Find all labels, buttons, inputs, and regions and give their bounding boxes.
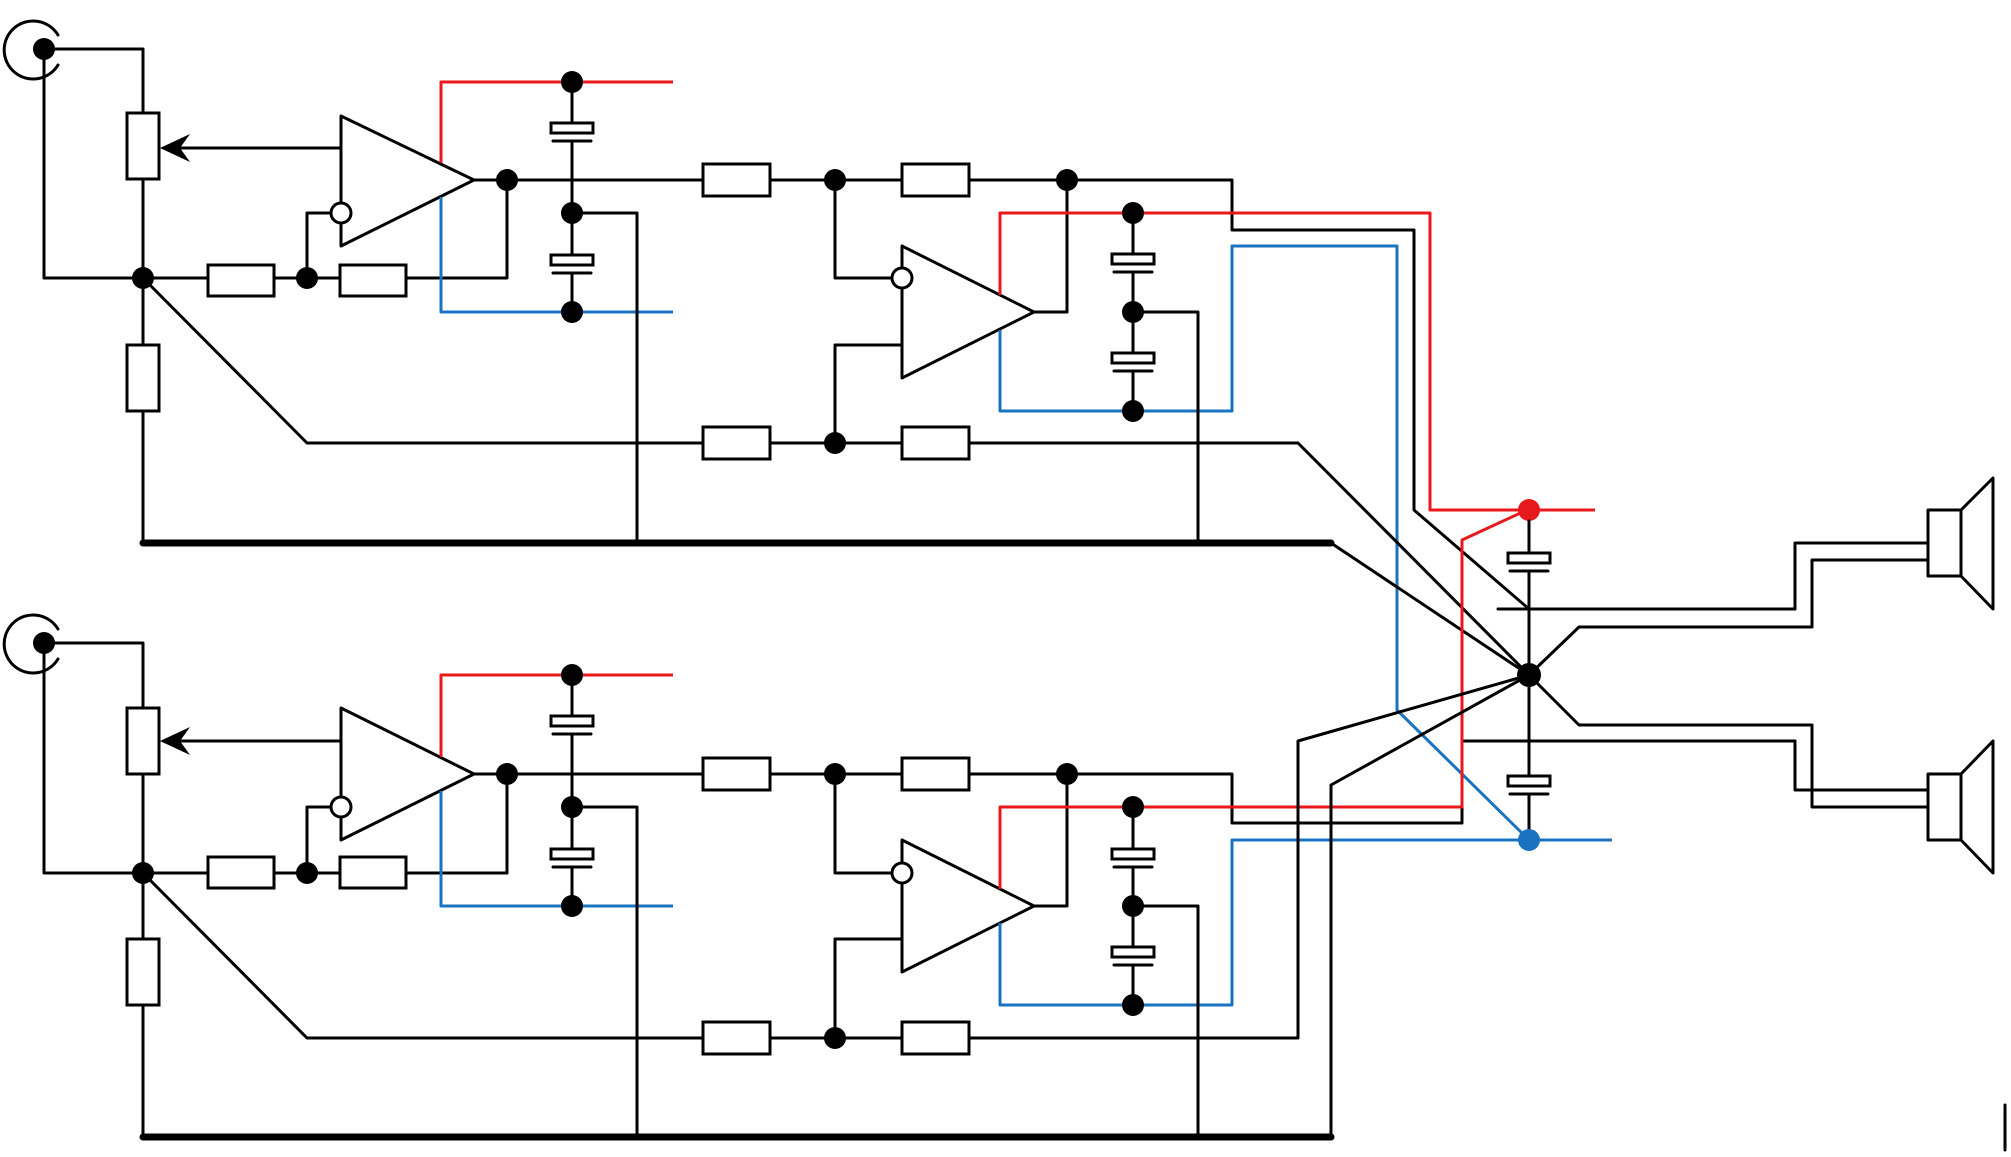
resistor bbox=[701, 162, 772, 198]
speaker-icon bbox=[1926, 739, 1995, 875]
resistor bbox=[701, 425, 772, 461]
capacitor bbox=[549, 847, 595, 861]
capacitor bbox=[1506, 774, 1552, 788]
resistor bbox=[701, 756, 772, 792]
input-jack-icon bbox=[2, 613, 60, 675]
input-jack-icon bbox=[2, 19, 60, 81]
resistor bbox=[338, 263, 408, 298]
resistor bbox=[900, 756, 971, 792]
resistor bbox=[338, 855, 408, 890]
potentiometer bbox=[125, 706, 161, 776]
capacitor bbox=[549, 714, 595, 728]
resistor bbox=[900, 162, 971, 198]
potentiometer bbox=[125, 111, 161, 181]
op-amp bbox=[900, 244, 1036, 380]
channel-top bbox=[2, 19, 1595, 842]
resistor bbox=[900, 1020, 971, 1056]
speaker-icon bbox=[1926, 476, 1995, 611]
op-amp bbox=[900, 838, 1036, 974]
capacitor bbox=[1110, 945, 1156, 959]
channel-bottom bbox=[2, 507, 1612, 1141]
resistor bbox=[900, 425, 971, 461]
capacitor bbox=[1110, 847, 1156, 861]
resistor bbox=[206, 263, 276, 298]
resistor bbox=[206, 855, 276, 890]
output-section bbox=[1478, 476, 1995, 875]
resistor bbox=[125, 937, 161, 1007]
op-amp bbox=[339, 114, 476, 248]
resistor bbox=[701, 1020, 772, 1056]
resistor bbox=[125, 343, 161, 413]
op-amp bbox=[339, 706, 476, 842]
capacitor bbox=[1110, 351, 1156, 365]
capacitor bbox=[549, 121, 595, 135]
capacitor bbox=[1506, 551, 1552, 565]
capacitor bbox=[1110, 252, 1156, 266]
capacitor bbox=[549, 253, 595, 267]
